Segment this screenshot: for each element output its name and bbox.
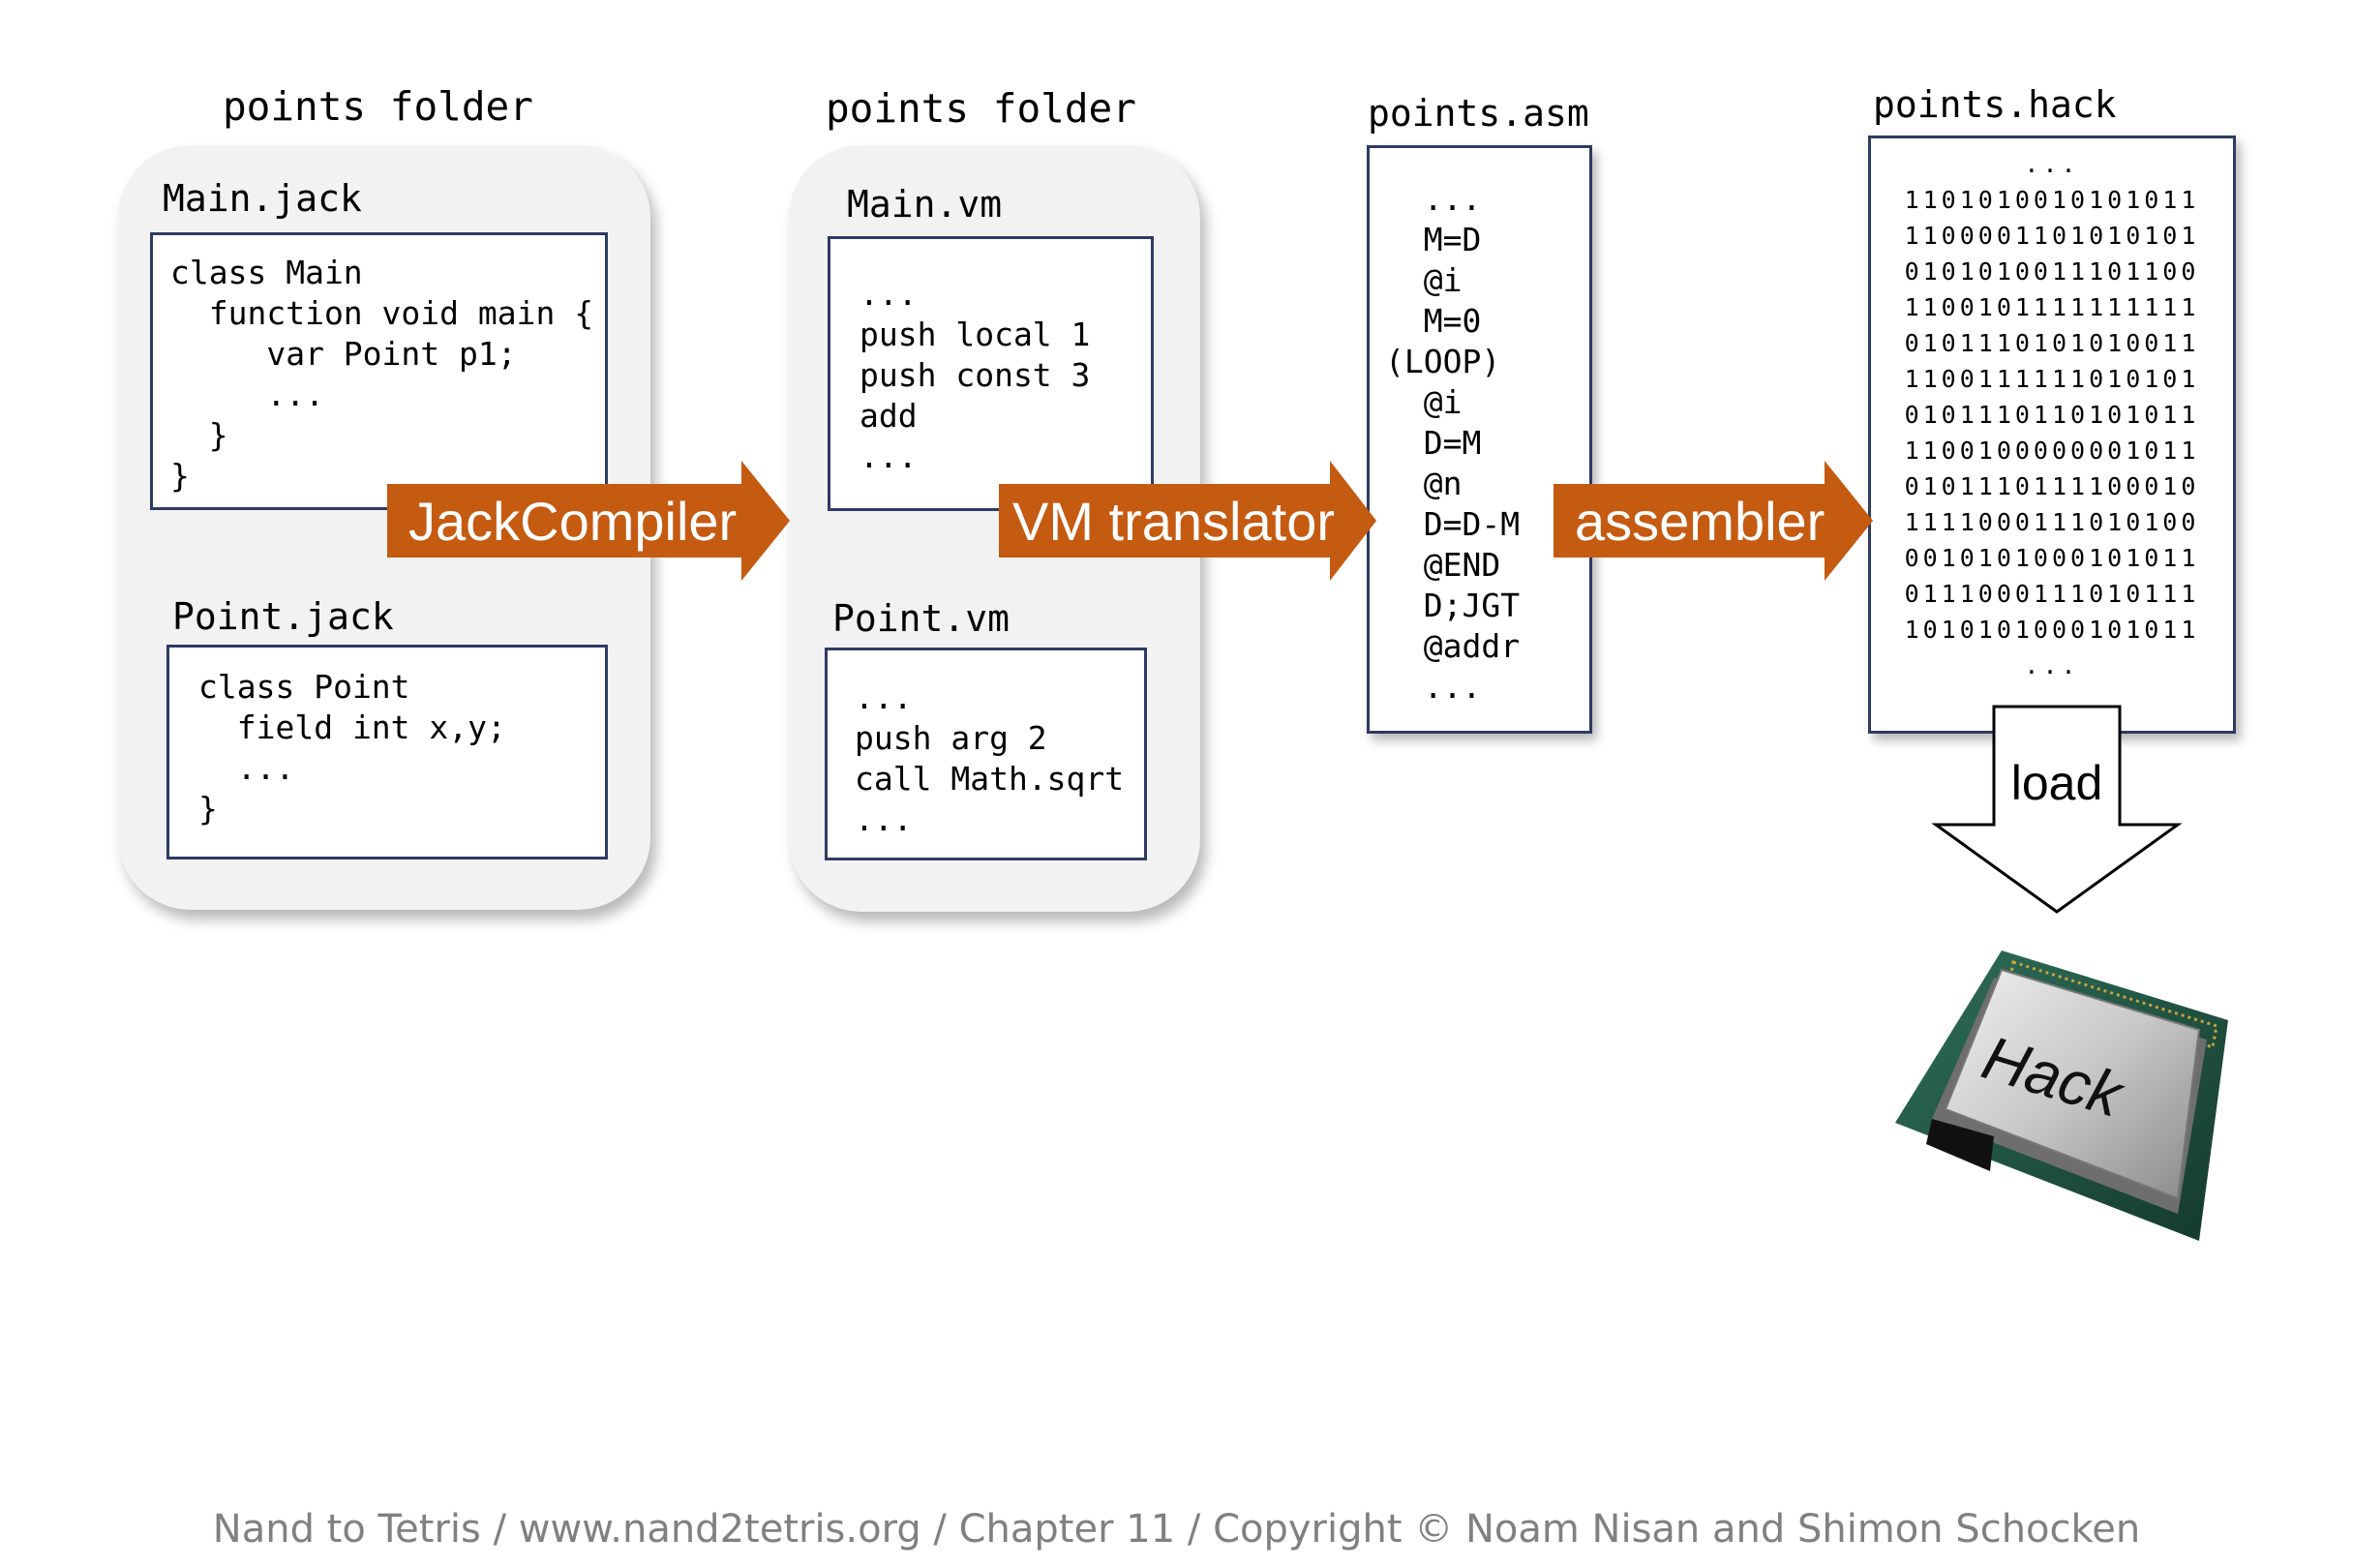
- binary-line: 1111000111010100: [1904, 508, 2200, 536]
- binary-line: 0101110111100010: [1904, 472, 2200, 500]
- code-line: D=M: [1385, 424, 1482, 462]
- binary-line: 0101010011101100: [1904, 257, 2200, 286]
- code-hack: ... 1101010010101011 1100001101010101 01010…: [1871, 146, 2233, 683]
- file-label-point-jack: Point.jack: [172, 595, 394, 638]
- code-line: class Main: [170, 254, 363, 291]
- code-box-point-jack: class Point field int x,y; ... }: [166, 645, 608, 859]
- code-asm: ... M=D @i M=0 (LOOP) @i D=M @n D=D-M @E…: [1385, 179, 1520, 708]
- vm-translator-arrow-shape: [999, 461, 1376, 581]
- load-arrow: load: [1926, 705, 2187, 918]
- footer-copyright: Nand to Tetris / www.nand2tetris.org / C…: [212, 1507, 2141, 1552]
- code-line: ...: [170, 376, 324, 413]
- folder-label-vm: points folder: [826, 85, 1136, 132]
- binary-line: 1100101111111111: [1904, 293, 2200, 321]
- code-line: (LOOP): [1385, 343, 1501, 380]
- binary-line: 1100111111010101: [1904, 365, 2200, 393]
- hack-chip: Hack: [1887, 939, 2246, 1258]
- code-line: add: [860, 397, 918, 435]
- code-line: M=0: [1385, 302, 1482, 340]
- vm-translator-label: VM translator: [1012, 491, 1335, 552]
- code-line: push const 3: [860, 356, 1091, 394]
- code-line: ...: [1385, 668, 1482, 706]
- binary-line: 1010101000101011: [1904, 616, 2200, 644]
- code-line: @n: [1385, 465, 1463, 502]
- load-arrow-shape: [1931, 705, 2183, 914]
- binary-line: 1100100000001011: [1904, 437, 2200, 465]
- code-line: }: [198, 790, 218, 828]
- vm-translator-arrow: VM translator: [999, 461, 1376, 581]
- code-line: ...: [855, 800, 913, 838]
- code-line: @i: [1385, 261, 1463, 299]
- code-point-vm: ... push arg 2 call Math.sqrt ...: [855, 678, 1124, 840]
- code-line: @i: [1385, 383, 1463, 421]
- code-line: class Point: [198, 668, 410, 706]
- binary-line: 0101110110101011: [1904, 401, 2200, 429]
- code-line: push local 1: [860, 316, 1091, 353]
- code-box-main-jack: class Main function void main { var Poin…: [150, 232, 608, 510]
- binary-line: 0101110101010011: [1904, 329, 2200, 357]
- binary-line: 0010101000101011: [1904, 544, 2200, 572]
- code-line: M=D: [1385, 221, 1482, 258]
- file-label-asm: points.asm: [1368, 92, 1589, 135]
- file-label-hack: points.hack: [1873, 83, 2117, 126]
- code-line: call Math.sqrt: [855, 760, 1125, 798]
- code-line: D;JGT: [1385, 587, 1521, 624]
- code-line: var Point p1;: [170, 335, 517, 373]
- assembler-arrow: assembler: [1554, 461, 1873, 581]
- load-label: load: [2010, 756, 2103, 810]
- code-line: @addr: [1385, 627, 1521, 665]
- code-main-vm: ... push local 1 push const 3 add ...: [860, 274, 1090, 477]
- jackcompiler-arrow: JackCompiler: [387, 461, 790, 581]
- code-line: push arg 2: [855, 719, 1047, 757]
- binary-line: ...: [2024, 150, 2080, 178]
- code-line: function void main {: [170, 294, 594, 332]
- code-line: }: [170, 457, 190, 495]
- code-line: @END: [1385, 546, 1501, 584]
- jackcompiler-arrow-shape: [387, 461, 790, 581]
- file-label-point-vm: Point.vm: [832, 597, 1011, 640]
- code-line: field int x,y;: [198, 709, 506, 746]
- binary-line: ...: [2024, 651, 2080, 679]
- binary-line: 1101010010101011: [1904, 186, 2200, 214]
- jackcompiler-label: JackCompiler: [408, 491, 738, 552]
- assembler-arrow-shape: [1554, 461, 1873, 581]
- code-line: ...: [1385, 180, 1482, 218]
- code-main-jack: class Main function void main { var Poin…: [170, 253, 593, 497]
- binary-line: 1100001101010101: [1904, 222, 2200, 250]
- code-line: ...: [855, 678, 913, 716]
- code-line: ...: [860, 275, 918, 313]
- code-line: D=D-M: [1385, 505, 1521, 543]
- binary-line: 0111000111010111: [1904, 580, 2200, 608]
- code-box-point-vm: ... push arg 2 call Math.sqrt ...: [825, 648, 1147, 860]
- code-point-jack: class Point field int x,y; ... }: [198, 667, 506, 829]
- assembler-label: assembler: [1575, 491, 1825, 552]
- code-line: ...: [860, 437, 918, 475]
- code-box-hack: ... 1101010010101011 1100001101010101 01010…: [1868, 136, 2236, 734]
- cpu-chip-icon: [1895, 950, 2228, 1241]
- folder-label-jack: points folder: [223, 83, 533, 130]
- code-line: ...: [198, 749, 295, 787]
- file-label-main-vm: Main.vm: [847, 183, 1003, 226]
- code-box-asm: ... M=D @i M=0 (LOOP) @i D=M @n D=D-M @E…: [1367, 145, 1592, 734]
- code-box-main-vm: ... push local 1 push const 3 add ...: [828, 236, 1154, 511]
- code-line: }: [170, 416, 228, 454]
- file-label-main-jack: Main.jack: [163, 177, 362, 220]
